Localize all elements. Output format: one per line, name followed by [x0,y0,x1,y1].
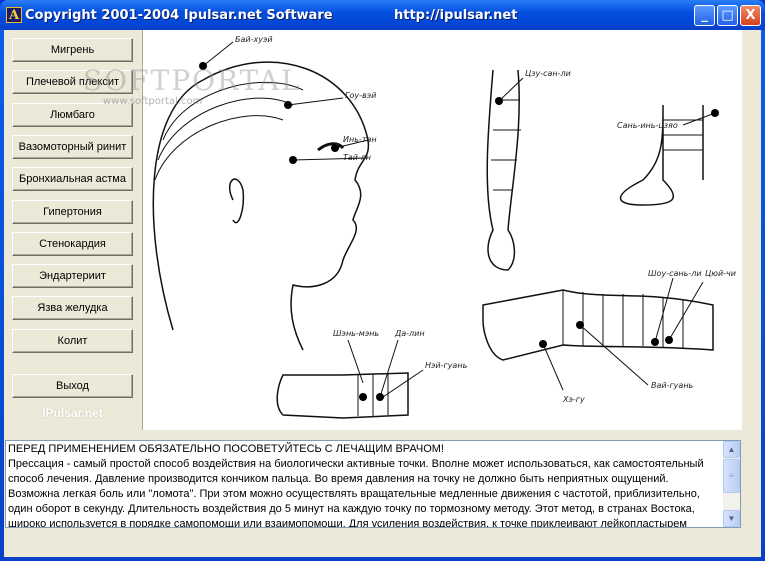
minimize-button[interactable]: _ [694,5,715,26]
sidebar-item-lumbago[interactable]: Люмбаго [12,103,133,127]
watermark-url: www.softportal.com [103,96,203,107]
sidebar-item-ulcer[interactable]: Язва желудка [12,296,133,320]
watermark-logo: SOFTPORTAL [83,64,302,97]
sidebar-item-endarteritis[interactable]: Эндартериит [12,264,133,288]
illustration-panel: Бай-хуэй Гоу-вэй Инь-тан Тай-ян Цзу-сан-… [83,30,742,430]
sidebar-item-migraine[interactable]: Мигрень [12,38,133,62]
sidebar-item-rhinitis[interactable]: Вазомоторный ринит [12,135,133,159]
description-textarea[interactable]: ПЕРЕД ПРИМЕНЕНИЕМ ОБЯЗАТЕЛЬНО ПОСОВЕТУЙТ… [5,440,741,528]
sidebar-item-asthma[interactable]: Бронхиальная астма [12,167,133,191]
vertical-scrollbar[interactable]: ▲ ≡ ▼ [723,441,740,527]
description-body: Прессация - самый простой способ воздейс… [8,458,704,528]
sidebar-item-shoulder-plexitis[interactable]: Плечевой плексит [12,70,133,94]
scroll-thumb[interactable]: ≡ [723,459,740,493]
brand-label: IPulsar.net [42,406,103,420]
exit-button[interactable]: Выход [12,374,133,398]
warning-line: ПЕРЕД ПРИМЕНЕНИЕМ ОБЯЗАТЕЛЬНО ПОСОВЕТУЙТ… [8,443,444,455]
maximize-button[interactable]: □ [717,5,738,26]
window-url: http://ipulsar.net [394,8,518,23]
acupoint-illustration [152,41,719,419]
window-title: Copyright 2001-2004 Ipulsar.net Software [25,8,333,23]
scroll-up-icon[interactable]: ▲ [723,441,740,458]
close-button[interactable]: X [740,5,761,26]
sidebar-item-angina[interactable]: Стенокардия [12,232,133,256]
sidebar-item-hypertension[interactable]: Гипертония [12,200,133,224]
title-bar[interactable]: A Copyright 2001-2004 Ipulsar.net Softwa… [0,0,765,30]
client-area: Мигрень Плечевой плексит Люмбаго Вазомот… [4,30,761,557]
sidebar-item-colitis[interactable]: Колит [12,329,133,353]
scroll-down-icon[interactable]: ▼ [723,510,740,527]
app-icon[interactable]: A [6,7,22,23]
